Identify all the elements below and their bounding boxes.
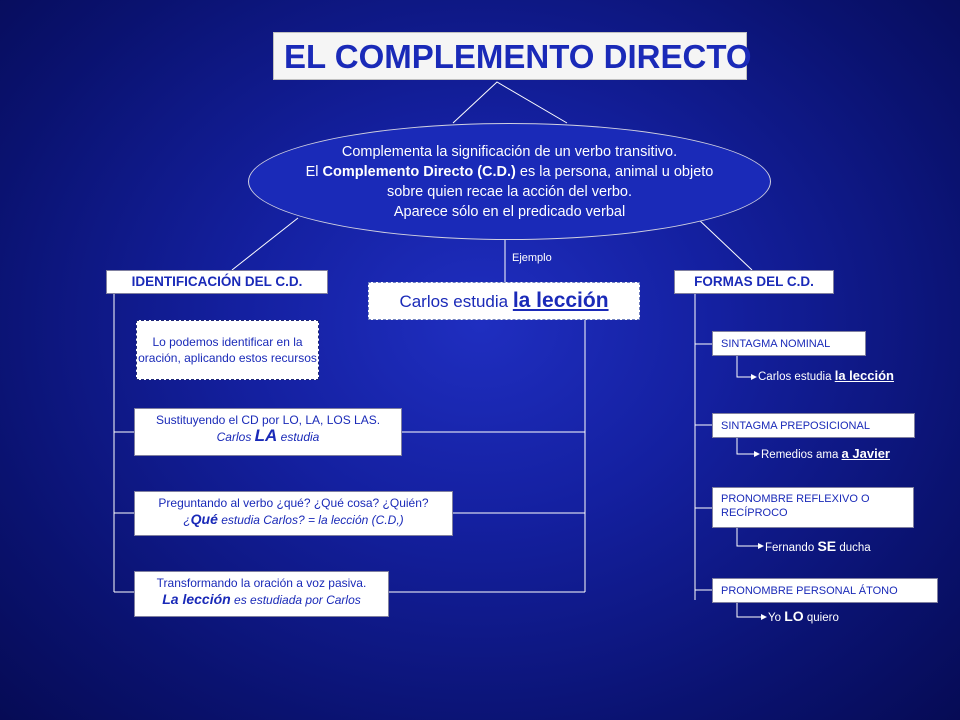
method-passive-text: Transformando la oración a voz pasiva. (156, 576, 367, 590)
example-sentence-pre: Carlos estudia (399, 292, 513, 311)
method-example-post: es estudiada por Carlos (230, 593, 361, 607)
method-question-text: Preguntando al verbo ¿qué? ¿Qué cosa? ¿Q… (158, 496, 429, 510)
method-example-key: LA (254, 426, 278, 445)
form-prepositional: SINTAGMA PREPOSICIONAL (712, 413, 915, 438)
form-reflexive-example: Fernando SE ducha (765, 538, 871, 554)
definition-line-2-post: es la persona, animal u objeto (515, 163, 714, 180)
method-question: Preguntando al verbo ¿qué? ¿Qué cosa? ¿Q… (134, 491, 453, 536)
form-example-post: quiero (803, 612, 839, 624)
method-example-post: estudia (277, 430, 320, 444)
form-example-post: ducha (836, 542, 871, 554)
form-example-pre: Remedios ama (761, 449, 842, 461)
definition-ellipse: Complementa la significación de un verbo… (248, 123, 771, 240)
method-example-post: estudia Carlos? = la lección (C.D,) (217, 513, 404, 527)
form-example-pre: Fernando (765, 542, 818, 554)
method-example-key: La lección (162, 591, 231, 607)
method-question-example: ¿Qué estudia Carlos? = la lección (C.D,) (135, 511, 452, 528)
forms-heading: FORMAS DEL C.D. (674, 270, 834, 294)
page-title: EL COMPLEMENTO DIRECTO (273, 32, 752, 80)
form-example-key: LO (784, 608, 804, 624)
example-sentence: Carlos estudia la lección (368, 282, 640, 320)
identification-intro: Lo podemos identificar en la oración, ap… (136, 320, 319, 380)
method-passive: Transformando la oración a voz pasiva. L… (134, 571, 389, 617)
definition-line-3: sobre quien recae la acción del verbo. (386, 183, 633, 200)
form-example-key: la lección (834, 368, 894, 383)
method-substitution-text: Sustituyendo el CD por LO, LA, LOS LAS. (155, 413, 381, 427)
form-nominal: SINTAGMA NOMINAL (712, 331, 866, 356)
definition-line-2: El Complemento Directo (C.D.) es la pers… (306, 162, 714, 182)
form-example-key: a Javier (841, 446, 890, 461)
form-personal-pronoun-example: Yo LO quiero (768, 608, 839, 624)
method-example-pre: Carlos (216, 430, 255, 444)
definition-term: Complemento Directo (C.D.) (322, 163, 516, 180)
form-example-key: SE (817, 538, 837, 554)
method-passive-example: La lección es estudiada por Carlos (135, 591, 388, 608)
definition-line-1: Complementa la significación de un verbo… (341, 143, 678, 160)
method-substitution-example: Carlos LA estudia (135, 426, 401, 445)
definition-line-2-pre: El (305, 163, 323, 180)
method-example-pre: ¿ (183, 513, 191, 527)
example-label: Ejemplo (512, 252, 552, 264)
form-personal-pronoun: PRONOMBRE PERSONAL ÁTONO (712, 578, 938, 603)
definition-line-4: Aparece sólo en el predicado verbal (393, 203, 626, 220)
method-example-key: Qué (190, 511, 218, 527)
form-reflexive: PRONOMBRE REFLEXIVO O RECÍPROCO (712, 487, 914, 528)
example-highlight: la lección (512, 289, 609, 312)
form-example-pre: Yo (768, 612, 785, 624)
method-substitution: Sustituyendo el CD por LO, LA, LOS LAS. … (134, 408, 402, 456)
form-prepositional-example: Remedios ama a Javier (761, 446, 890, 461)
identification-intro-text: Lo podemos identificar en la oración, ap… (138, 335, 317, 365)
form-example-pre: Carlos estudia (758, 371, 835, 383)
identification-heading: IDENTIFICACIÓN DEL C.D. (106, 270, 328, 294)
form-nominal-example: Carlos estudia la lección (758, 368, 894, 383)
